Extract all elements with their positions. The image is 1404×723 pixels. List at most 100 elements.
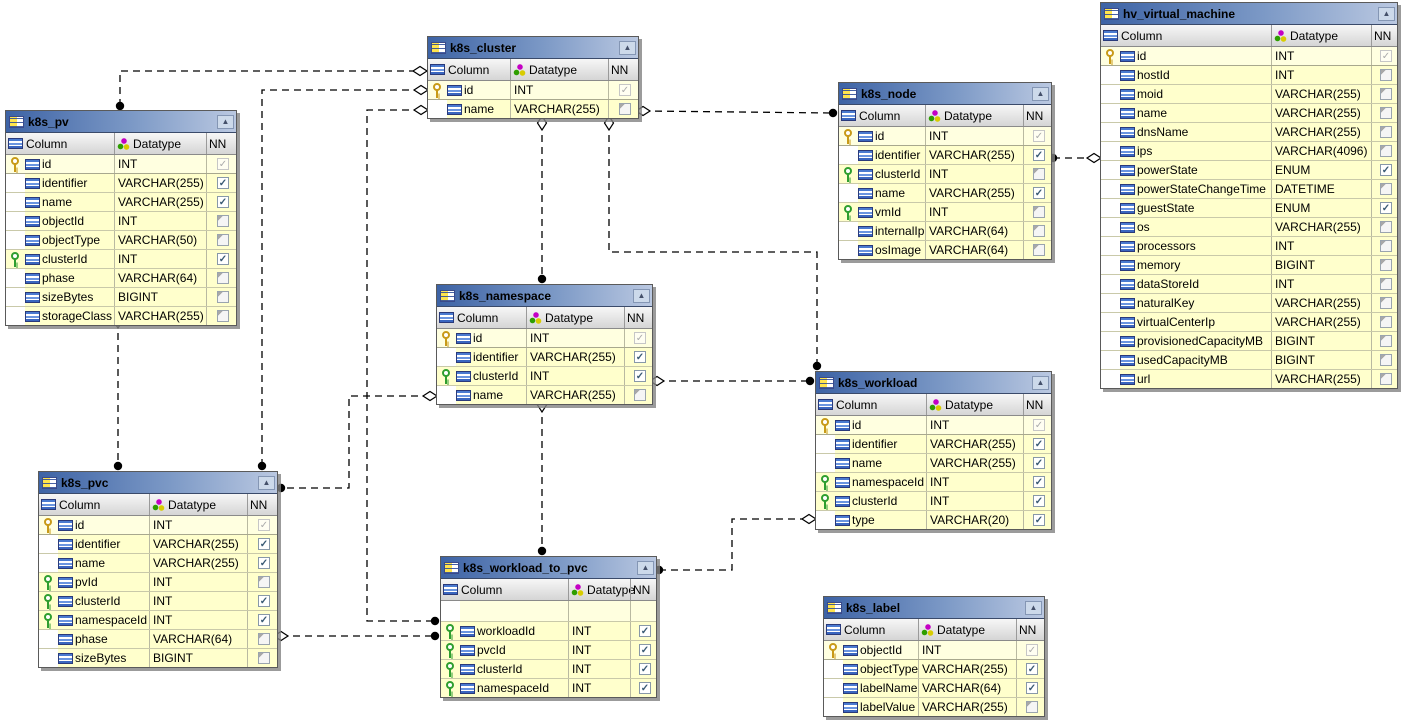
collapse-icon[interactable]: ▲ [1378,6,1395,21]
fk-connector-k8s_workload_to_pvc-clusterId[interactable] [366,104,440,626]
fk-connector-k8s_pvc-pvId[interactable] [112,312,124,471]
collapse-icon[interactable]: ▲ [1025,600,1042,615]
collapse-icon[interactable]: ▲ [1032,86,1049,101]
fk-connector-k8s_pvc-namespaceId[interactable] [276,390,439,493]
table-titlebar[interactable]: k8s_workload▲ [816,372,1051,394]
fk-connector-k8s_workload-namespaceId[interactable] [648,375,815,387]
table-titlebar[interactable]: k8s_label▲ [824,597,1044,619]
table-titlebar[interactable]: k8s_pv▲ [6,111,236,133]
fk-connector-k8s_node-vmId[interactable] [1048,152,1103,164]
collapse-icon[interactable]: ▲ [1032,375,1049,390]
collapse-icon[interactable]: ▲ [619,40,636,55]
fk-connector-k8s_workload_to_pvc-namespaceId[interactable] [536,396,548,556]
table-titlebar[interactable]: k8s_namespace▲ [437,285,652,307]
collapse-icon[interactable]: ▲ [637,560,654,575]
table-titlebar[interactable]: k8s_cluster▲ [428,37,638,59]
table-titlebar[interactable]: k8s_pvc▲ [39,472,277,494]
table-titlebar[interactable]: k8s_workload_to_pvc▲ [441,557,656,579]
fk-connector-k8s_node-clusterId[interactable] [634,105,838,118]
collapse-icon[interactable]: ▲ [633,288,650,303]
fk-connector-k8s_pvc-clusterId[interactable] [257,84,430,471]
table-titlebar[interactable]: k8s_node▲ [839,83,1051,105]
collapse-icon[interactable]: ▲ [217,114,234,129]
fk-connector-k8s_workload_to_pvc-pvcId[interactable] [272,630,440,642]
fk-connector-k8s_pv-clusterId[interactable] [115,65,429,111]
table-titlebar[interactable]: hv_virtual_machine▲ [1101,3,1397,25]
fk-connector-k8s_workload_to_pvc-workloadId[interactable] [654,513,818,575]
fk-connector-k8s_namespace-clusterId[interactable] [536,114,548,284]
collapse-icon[interactable]: ▲ [258,475,275,490]
table-row[interactable] [441,601,656,622]
